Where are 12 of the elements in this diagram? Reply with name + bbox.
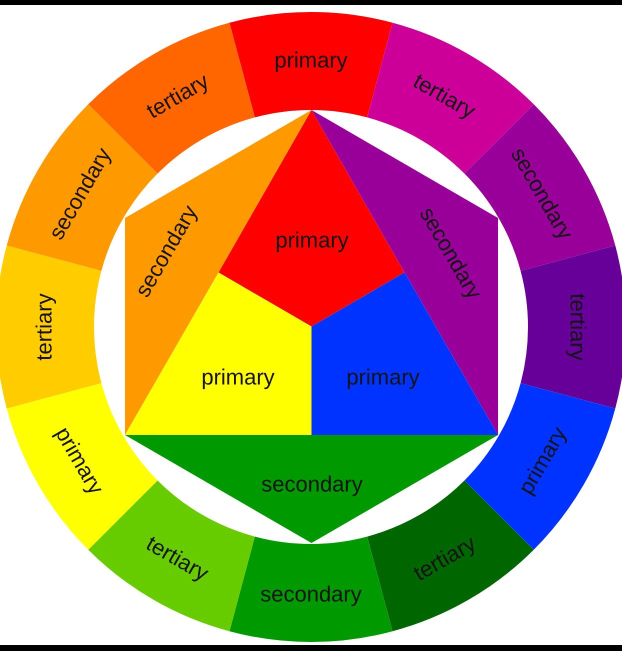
segment-label: tertiary xyxy=(32,293,56,361)
ring-segment xyxy=(0,245,102,409)
ring-segment xyxy=(520,245,622,409)
segment-label: primary xyxy=(275,228,349,252)
segment-label: secondary xyxy=(261,472,363,496)
ring-segment xyxy=(229,536,393,642)
segment-label: secondary xyxy=(260,582,362,606)
ring-segment xyxy=(229,12,393,118)
segment-label: primary xyxy=(274,48,348,72)
segment-label: primary xyxy=(346,364,420,390)
segment-label: tertiary xyxy=(566,293,590,361)
segment-label: primary xyxy=(201,364,275,390)
